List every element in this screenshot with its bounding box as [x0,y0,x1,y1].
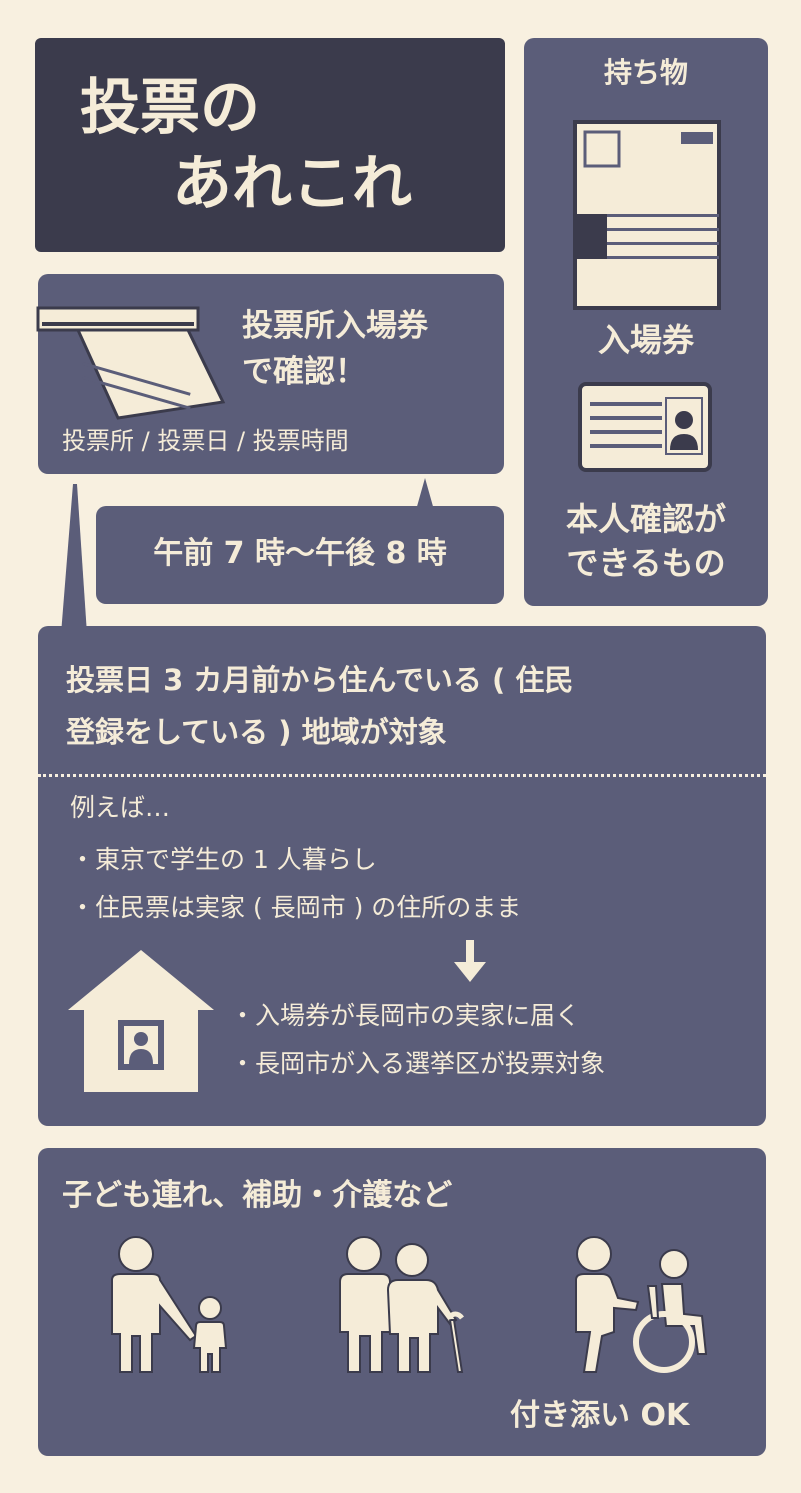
admission-ticket-icon [573,120,721,310]
hours-panel [96,506,504,604]
example-bullet-1: ・東京で学生の 1 人暮らし [70,845,377,874]
title-line-1: 投票の [80,73,260,143]
assist-heading: 子ども連れ、補助・介護など [62,1178,453,1213]
parent-child-icon [111,1236,228,1373]
wheelchair-assist-icon [575,1236,708,1373]
ticket-confirm-detail: 投票所 / 投票日 / 投票時間 [62,427,349,455]
example-bullet-2: ・住民票は実家 ( 長岡市 ) の住所のまま [70,893,522,922]
example-intro: 例えば… [70,793,171,822]
hours-bubble-tail [416,478,434,510]
example-result-2: ・長岡市が入る選挙区が投票対象 [230,1049,606,1078]
eligibility-line-1: 投票日 3 カ月前から住んでいる ( 住民 [66,663,574,697]
hours-text: 午前 7 時〜午後 8 時 [153,536,447,571]
id-label-line-2: できるもの [566,544,726,582]
belongings-heading: 持ち物 [603,56,688,89]
eligibility-line-2: 登録をしている ) 地域が対象 [66,715,447,749]
house-icon [68,950,214,1092]
example-result-1: ・入場券が長岡市の実家に届く [230,1001,581,1030]
dotted-divider [38,774,766,777]
connector-tail [61,484,87,634]
ticket-confirm-line-1: 投票所入場券 [242,308,428,344]
ticket-slot-icon [36,306,226,420]
down-arrow-icon [454,940,486,982]
id-label-line-1: 本人確認が [565,500,726,538]
id-card-icon [578,382,712,472]
elderly-couple-icon [339,1236,464,1373]
title-line-2: あれこれ [172,149,412,219]
title-panel [35,38,505,252]
ticket-confirm-line-2: で確認！ [242,354,366,390]
ticket-label: 入場券 [597,321,694,359]
assist-label: 付き添い OK [510,1398,690,1433]
